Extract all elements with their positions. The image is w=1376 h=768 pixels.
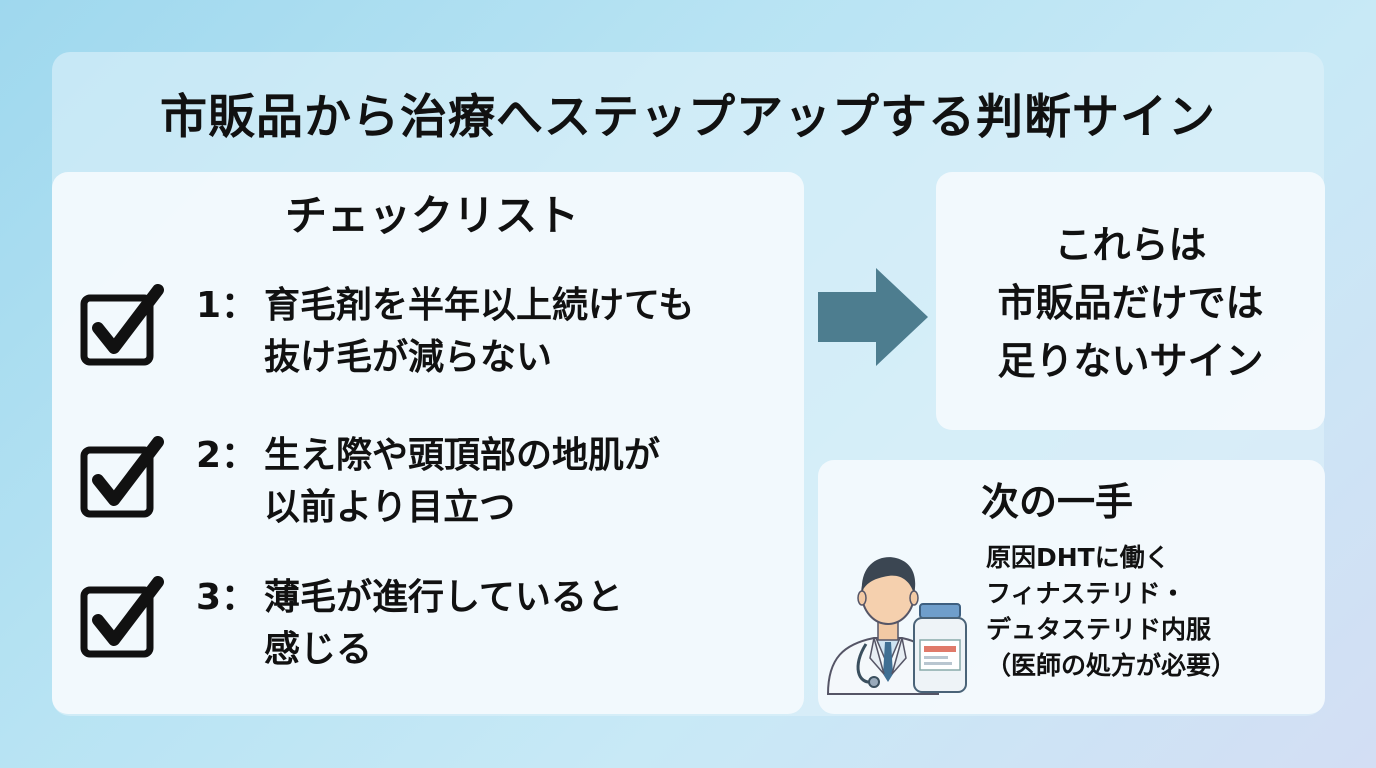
checkbox-checked-icon (80, 576, 164, 658)
checklist-item-number: 1： (196, 285, 258, 326)
page-title: 市販品から治療へステップアップする判断サイン (160, 90, 1216, 145)
next-step-title: 次の一手 (981, 480, 1134, 524)
checklist-item-text: 生え際や頭頂部の地肌が 以前より目立つ (264, 435, 661, 528)
checklist-item-text: 薄毛が進行していると 感じる (264, 577, 623, 670)
conclusion-text: これらは 市販品だけでは 足りないサイン (997, 223, 1264, 383)
arrow-right-icon (818, 268, 928, 366)
checklist-title: チェックリスト (284, 191, 579, 240)
conclusion-panel (936, 172, 1325, 430)
checklist-panel (52, 172, 804, 714)
doctor-with-medicine-icon (826, 557, 967, 695)
next-step-text: 原因DHTに働く フィナステリド・ デュタステリド内服 （医師の処方が必要） (986, 543, 1237, 680)
checklist-item-number: 3： (196, 577, 258, 618)
checklist-item-number: 2： (196, 435, 258, 476)
checklist-item-text: 育毛剤を半年以上続けても 抜け毛が減らない (264, 285, 695, 378)
checkbox-checked-icon (80, 436, 164, 518)
checkbox-checked-icon (80, 284, 164, 366)
